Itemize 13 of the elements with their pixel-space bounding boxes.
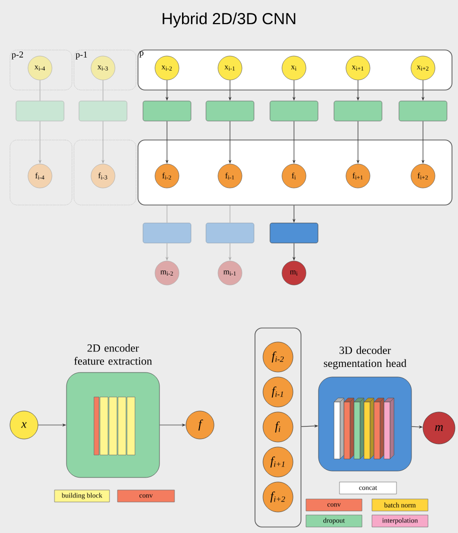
layer-box [78, 100, 128, 122]
node-label: 3D decoder segmentation head [324, 346, 406, 370]
layer-box [206, 100, 254, 122]
layer-box [142, 222, 192, 244]
layer-box [206, 222, 254, 244]
layer-box [270, 222, 318, 244]
layer-box [398, 100, 448, 122]
layer-box [142, 100, 192, 122]
title: Hybrid 2D/3D CNN [162, 12, 296, 28]
layer-box [270, 100, 318, 122]
node-label: 2D encoder feature extraction [74, 344, 152, 365]
layer-box [16, 100, 64, 122]
layer-box [334, 100, 382, 122]
